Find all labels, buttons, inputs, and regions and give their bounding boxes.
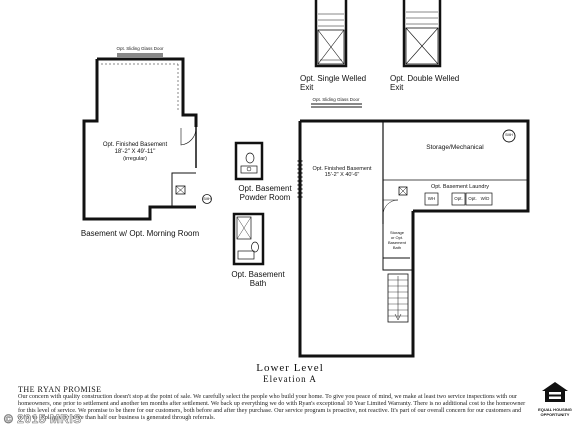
left-basement-walls <box>82 53 212 221</box>
laundry-label: Opt. Basement Laundry <box>430 184 490 190</box>
level-title: Lower Level <box>256 362 324 374</box>
storage-or-bath-line4: Bath <box>392 245 402 250</box>
double-welled-line1: Opt. Double Welled <box>390 74 460 83</box>
double-welled-exit-drawing <box>402 0 442 68</box>
double-welled-exit-label: Opt. Double Welled Exit <box>390 74 480 92</box>
copyright-watermark: © 2015 MRIS <box>4 412 82 427</box>
right-basement-walls <box>297 103 530 358</box>
storage-or-bath-line2: or Opt. <box>390 235 404 240</box>
left-room-name: Opt. Finished Basement <box>102 142 168 148</box>
appliance-opt2-label: Opt. <box>468 196 477 201</box>
single-welled-exit-label: Opt. Single Welled Exit <box>300 74 380 92</box>
right-room-dims: 15'-2" X 40'-6" <box>324 172 360 178</box>
bath-label-line2: Bath <box>249 279 267 288</box>
single-welled-line2: Exit <box>300 83 314 92</box>
promise-body: Our concern with quality construction do… <box>18 393 526 421</box>
promise-heading: THE RYAN PROMISE <box>18 385 102 394</box>
double-welled-line2: Exit <box>390 83 404 92</box>
storage-mechanical-label: Storage/Mechanical <box>426 144 484 151</box>
powder-room-label-line1: Opt. Basement <box>238 184 292 193</box>
left-smh-label: SMH <box>203 197 211 201</box>
equal-housing-line2: OPPORTUNITY <box>540 411 570 417</box>
appliance-wd-label: W/D <box>480 196 490 201</box>
left-basement-caption: Basement w/ Opt. Morning Room <box>80 229 200 238</box>
single-welled-exit-drawing <box>314 0 348 68</box>
right-room-name: Opt. Finished Basement <box>312 166 372 172</box>
left-room-note: (irregular) <box>123 156 147 162</box>
powder-room-label-line2: Powder Room <box>239 193 291 202</box>
left-sliding-door-label: Opt. Sliding Glass Door <box>116 46 164 51</box>
storage-or-bath-label: Storage or Opt. Basement Bath <box>384 230 410 250</box>
bath-label-line1: Opt. Basement <box>231 270 285 279</box>
appliance-opt1-label: Opt. <box>454 196 463 201</box>
elevation-subtitle: Elevation A <box>263 374 317 384</box>
equal-housing-line1: EQUAL HOUSING <box>538 407 572 412</box>
equal-housing-logo: EQUAL HOUSING OPPORTUNITY <box>538 381 572 417</box>
equal-housing-icon <box>542 382 568 402</box>
bath-drawing <box>232 212 265 266</box>
appliance-wh-label: WH <box>427 196 436 201</box>
smh-label-right: SMH <box>505 133 513 137</box>
powder-room-label: Opt. Basement Powder Room <box>220 184 310 202</box>
storage-or-bath-line1: Storage <box>389 230 404 235</box>
bath-label: Opt. Basement Bath <box>218 270 298 288</box>
powder-room-drawing <box>234 141 264 181</box>
left-room-dims: 18'-2" X 49'-11" <box>114 149 156 155</box>
single-welled-line1: Opt. Single Welled <box>300 74 367 83</box>
storage-or-bath-line3: Basement <box>387 240 406 245</box>
right-sliding-door-label: Opt. Sliding Glass Door <box>312 97 360 102</box>
